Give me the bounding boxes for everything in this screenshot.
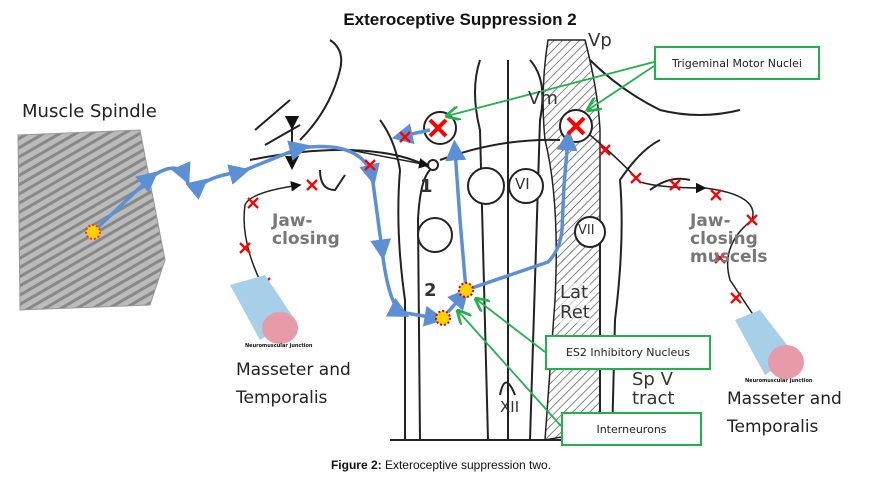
x-mark-icon [710, 189, 722, 201]
caption-prefix: Figure 2: [330, 458, 382, 472]
label-line: closing [272, 229, 340, 249]
lat-ret-label: Lat Ret [560, 283, 590, 323]
label-line: tract [632, 388, 675, 409]
x-mark-icon [566, 116, 586, 136]
muscle-spindle-image [17, 129, 166, 311]
caption-text: Exteroceptive suppression two. [381, 458, 552, 472]
spark-icon [85, 224, 101, 240]
callout-trigeminal-motor-nuclei: Trigeminal Motor Nuclei [654, 46, 820, 80]
x-mark-icon [239, 242, 251, 254]
callout-es2-inhibitory-nucleus: ES2 Inhibitory Nucleus [545, 335, 711, 370]
x-mark-icon [399, 131, 411, 143]
page-title: Exteroceptive Suppression 2 [343, 10, 577, 29]
masseter-label-left: Masseter and Temporalis [236, 356, 351, 412]
sp-v-tract-label: Sp V tract [632, 370, 674, 408]
label-line: Jaw- [272, 211, 313, 231]
x-mark-icon [714, 252, 726, 264]
x-mark-icon [669, 179, 681, 191]
xii-label: XII [500, 398, 520, 416]
callout-arrows [447, 61, 655, 427]
callout-interneurons: Interneurons [561, 412, 702, 446]
figure-caption: Figure 2: Exteroceptive suppression two. [0, 458, 882, 472]
jaw-closing-label-right: Jaw- closing muscels [690, 212, 768, 266]
label-line: Masseter and [236, 360, 351, 380]
x-mark-icon [428, 118, 448, 138]
label-line: muscels [690, 247, 768, 267]
muscle-spindle-label: Muscle Spindle [22, 101, 157, 122]
label-line: Masseter and [727, 389, 842, 409]
x-mark-icon [364, 159, 376, 171]
nucleus-1-label: 1 [420, 176, 433, 197]
x-mark-icon [730, 292, 742, 304]
vp-label: Vp [588, 30, 612, 51]
x-mark-icon [306, 179, 318, 191]
spark-icon [435, 310, 451, 326]
label-line: Jaw- [690, 211, 731, 231]
x-mark-icon [746, 214, 758, 226]
vi-label: VI [515, 175, 530, 193]
label-line: closing [690, 229, 758, 249]
x-mark-icon [247, 197, 259, 209]
spark-icons [85, 224, 474, 326]
vm-label: Vm [528, 88, 558, 109]
vii-label: VII [578, 223, 595, 238]
neuromuscular-junction-image-left [230, 275, 298, 344]
jaw-closing-label-left: Jaw- closing [272, 212, 340, 248]
nmj-caption-left: Neuromuscular junction [245, 343, 313, 349]
label-line: Temporalis [236, 388, 328, 408]
neuromuscular-junction-image-right [735, 310, 804, 379]
label-line: Sp V [632, 369, 673, 390]
spark-icon [458, 282, 474, 298]
label-line: Lat [560, 282, 589, 303]
masseter-label-right: Masseter and Temporalis [727, 385, 842, 441]
x-mark-icon [599, 144, 611, 156]
nucleus-2-label: 2 [424, 280, 437, 301]
nmj-caption-right: Neuromuscular junction [745, 378, 813, 384]
label-line: Ret [560, 302, 590, 323]
x-mark-icon [630, 172, 642, 184]
label-line: Temporalis [727, 417, 819, 437]
